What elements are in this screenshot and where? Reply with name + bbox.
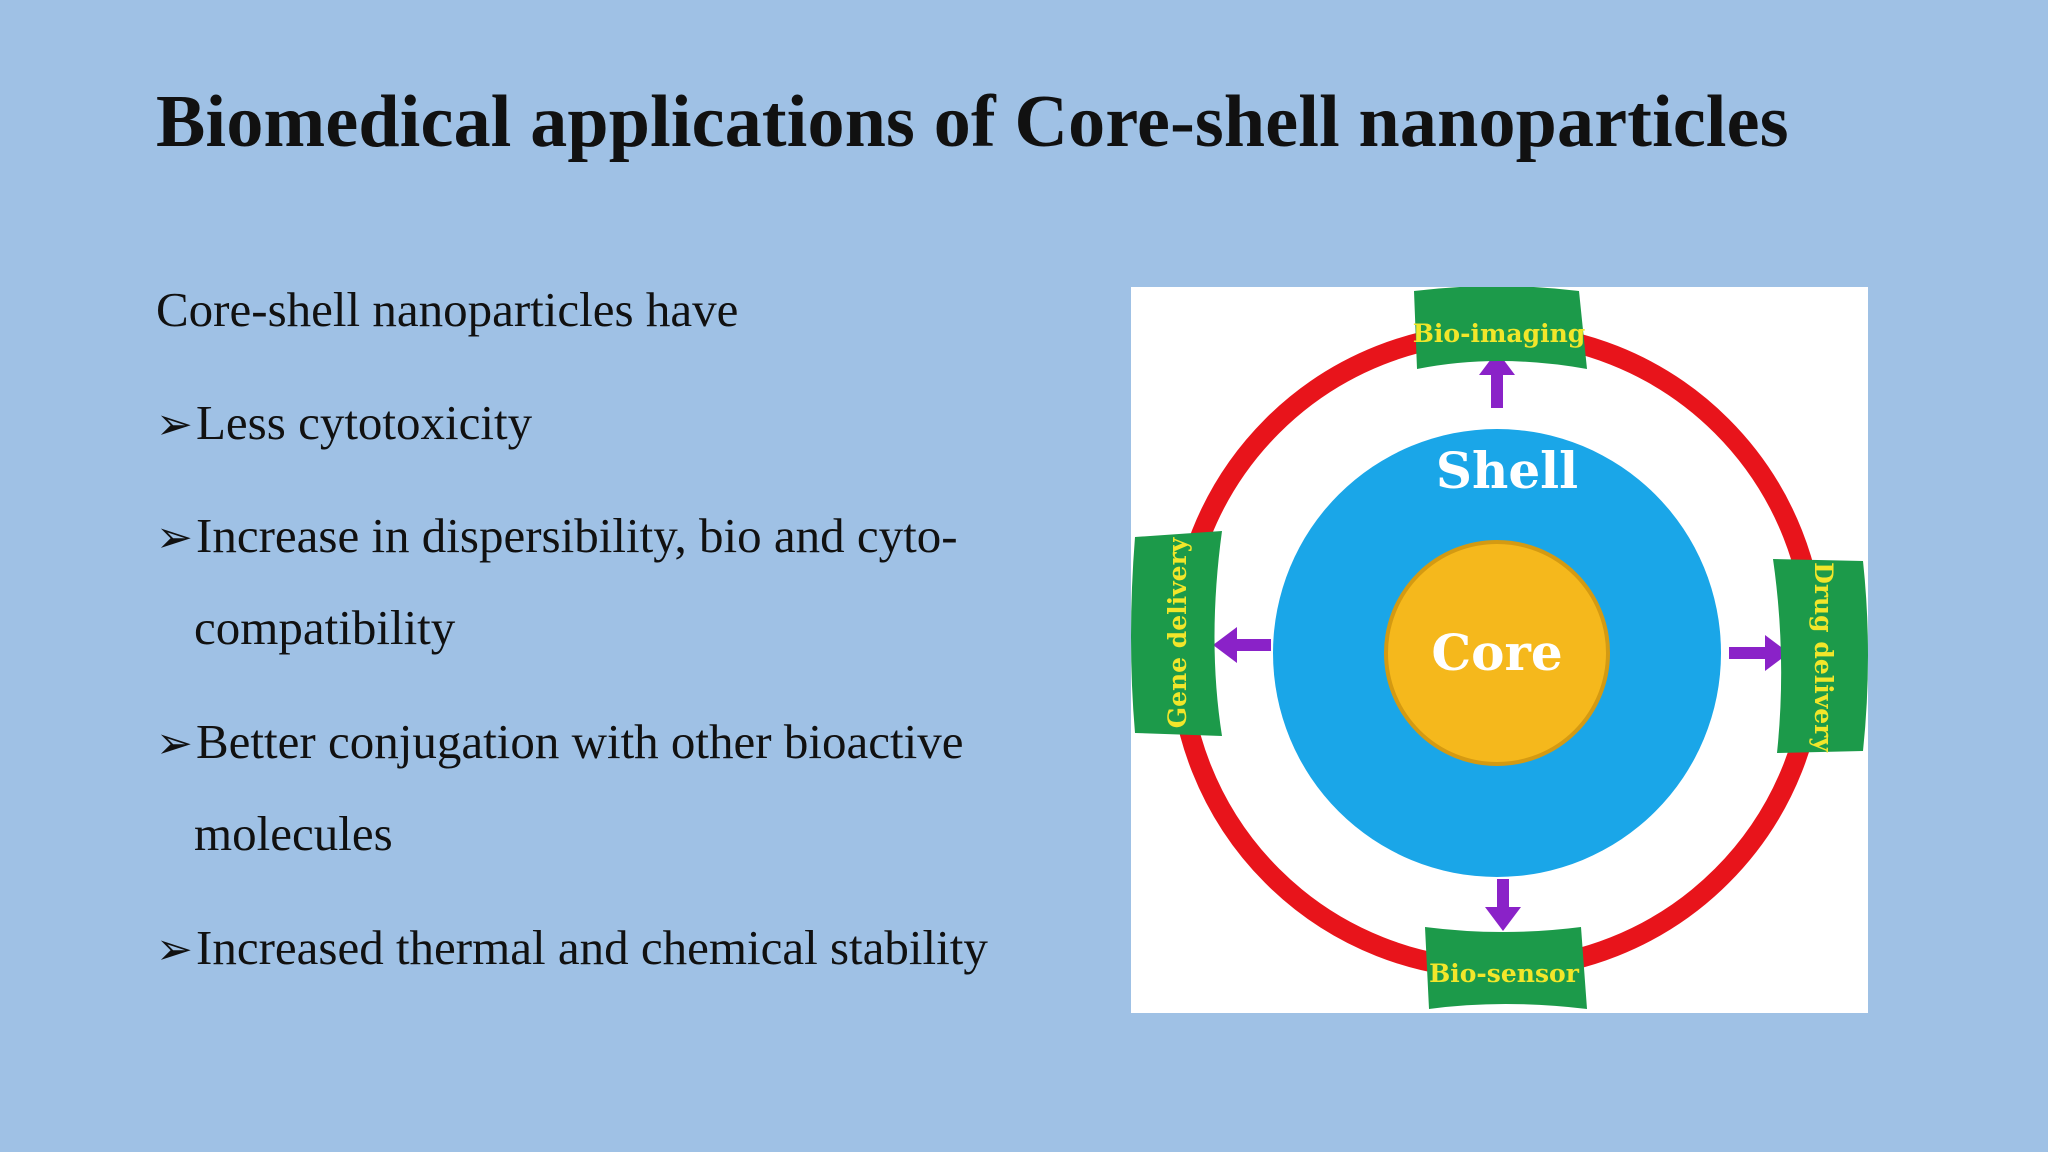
tab-bio-imaging: Bio-imaging	[1413, 287, 1587, 369]
bullet-arrow-icon: ➢	[156, 400, 193, 449]
bullet-text: Increase in dispersibility, bio and cyto…	[196, 508, 958, 563]
bullet-text-continuation: compatibility	[194, 600, 456, 655]
bullet-item: ➢Increased thermal and chemical stabilit…	[156, 923, 988, 972]
core-shell-diagram: Bio-imaging Bio-sensor Gene delivery Dru…	[1131, 287, 1868, 1013]
arrow-right-icon	[1729, 635, 1789, 671]
bullet-arrow-icon: ➢	[156, 513, 193, 562]
bullet-text: Increased thermal and chemical stability	[196, 920, 988, 975]
bullet-text: Less cytotoxicity	[196, 395, 533, 450]
bullet-item: ➢Less cytotoxicity	[156, 398, 532, 447]
tab-bio-sensor: Bio-sensor	[1425, 927, 1587, 1009]
bullet-arrow-icon: ➢	[156, 925, 193, 974]
core-label: Core	[1431, 623, 1562, 682]
shell-label: Shell	[1436, 441, 1578, 500]
bullet-text: Better conjugation with other bioactive	[196, 714, 964, 769]
arrows	[1213, 351, 1789, 931]
bullet-item: ➢Better conjugation with other bioactive…	[156, 717, 963, 858]
slide-title: Biomedical applications of Core-shell na…	[156, 81, 1789, 163]
arrow-up-icon	[1479, 351, 1515, 408]
arrow-left-icon	[1213, 627, 1271, 663]
arrow-down-icon	[1485, 879, 1521, 931]
bullet-arrow-icon: ➢	[156, 719, 193, 768]
tab-label-bio-imaging: Bio-imaging	[1413, 319, 1585, 348]
bullet-text-continuation: molecules	[194, 806, 393, 861]
bullet-item: ➢Increase in dispersibility, bio and cyt…	[156, 511, 958, 652]
tab-label-gene-delivery: Gene delivery	[1163, 536, 1192, 728]
intro-text: Core-shell nanoparticles have	[156, 282, 739, 337]
diagram-svg: Bio-imaging Bio-sensor Gene delivery Dru…	[1131, 287, 1868, 1009]
core-circle	[1384, 540, 1610, 766]
tab-drug-delivery: Drug delivery	[1773, 559, 1868, 753]
tab-label-bio-sensor: Bio-sensor	[1429, 959, 1580, 988]
tab-gene-delivery: Gene delivery	[1131, 531, 1222, 736]
tab-label-drug-delivery: Drug delivery	[1809, 562, 1838, 753]
